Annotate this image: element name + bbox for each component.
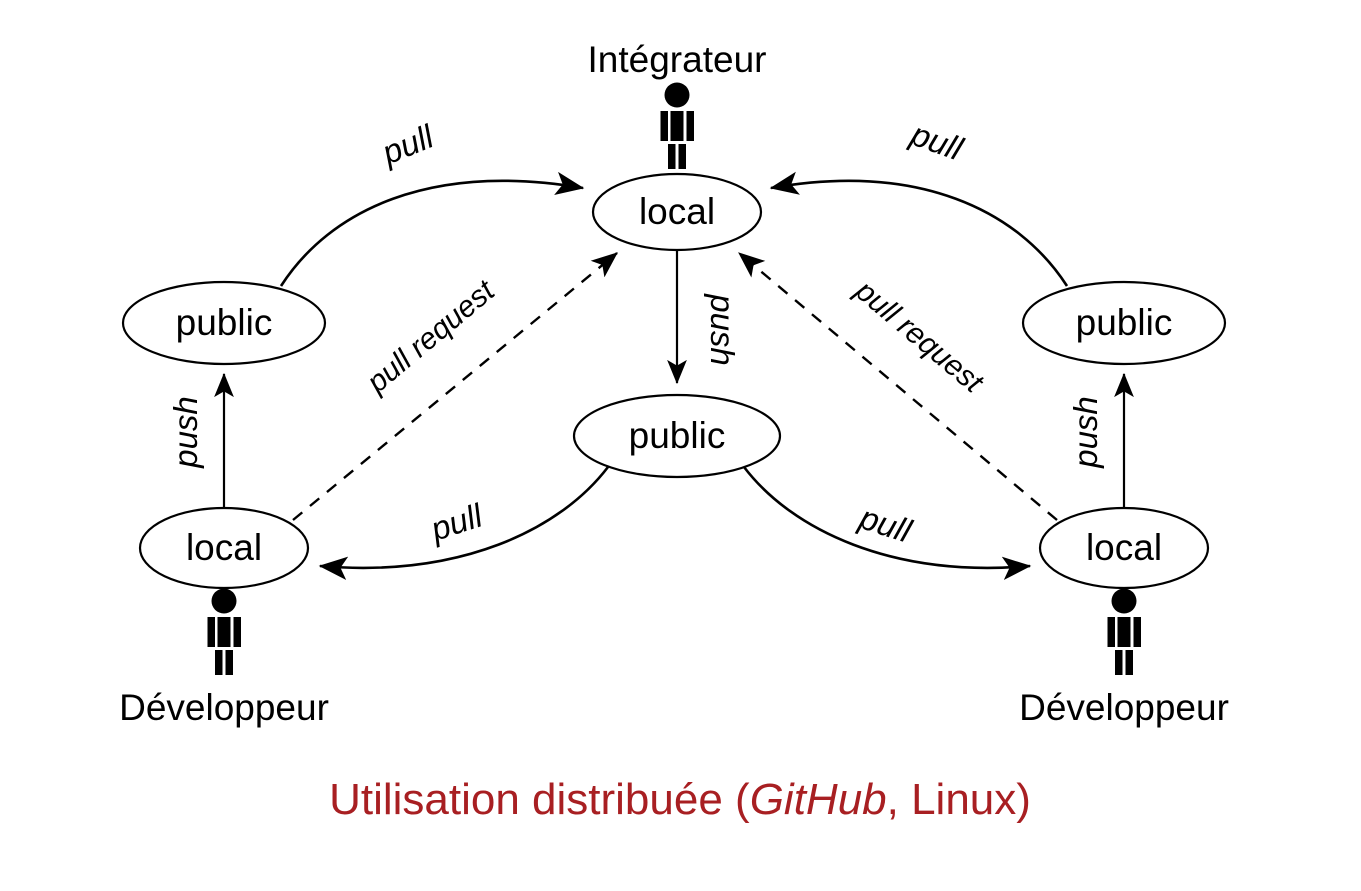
edge-pull-center-public-to-right-local [742, 466, 1032, 581]
node-ellipse-right-local [1038, 506, 1210, 590]
edge-pull-right-public-to-integrator-local [769, 171, 1069, 287]
node-label-left-local: local [186, 527, 262, 568]
edge-label-push-left: push [167, 396, 204, 469]
person-icon-integrateur [660, 82, 694, 169]
edge-label-pull-right-bottom: pull [854, 498, 917, 550]
node-left-public[interactable]: public [121, 280, 327, 366]
node-ellipse-left-public [121, 280, 327, 366]
person-icon-developpeur-left [207, 588, 241, 675]
node-ellipse-left-local [138, 506, 310, 590]
node-label-center-public: public [629, 415, 726, 456]
edge-pull-request-right [738, 252, 1058, 521]
edge-label-push-center: push [704, 293, 741, 366]
edge-label-pull-left-bottom: pull [425, 496, 488, 548]
edge-label-pull-left-top: pull [376, 117, 440, 172]
node-ellipse-center-public [572, 393, 782, 479]
edge-label-pull-right-top: pull [906, 115, 969, 168]
actor-labels-group: Intégrateur Développeur Développeur [119, 39, 1229, 728]
node-integrator-local[interactable]: local [591, 172, 763, 252]
node-right-public[interactable]: public [1021, 280, 1227, 366]
node-label-right-local: local [1086, 527, 1162, 568]
figures-group [207, 82, 1141, 675]
edge-pull-request-left [292, 252, 618, 521]
edge-pull-left-public-to-integrator-local [279, 171, 585, 287]
node-label-left-public: public [176, 302, 273, 343]
node-right-local[interactable]: local [1038, 506, 1210, 590]
nodes-group: local public public public local local [121, 172, 1227, 590]
node-label-right-public: public [1076, 302, 1173, 343]
node-ellipse-integrator-local [591, 172, 763, 252]
edge-pull-center-public-to-left-local [318, 466, 610, 580]
node-center-public[interactable]: public [572, 393, 782, 479]
node-ellipse-right-public [1021, 280, 1227, 366]
edges-group [214, 171, 1134, 581]
actor-label-integrateur: Intégrateur [588, 39, 767, 80]
actor-label-developpeur-right: Développeur [1019, 687, 1229, 728]
person-icon-developpeur-right [1107, 588, 1141, 675]
actor-label-developpeur-left: Développeur [119, 687, 329, 728]
caption-prefix: Utilisation distribuée ( [329, 775, 750, 824]
node-label-integrator-local: local [639, 191, 715, 232]
caption-suffix: , Linux) [887, 775, 1031, 824]
diagram-caption: Utilisation distribuée (GitHub, Linux) [329, 775, 1031, 824]
svg-text:Utilisation distribuée (GitHub: Utilisation distribuée (GitHub, Linux) [329, 775, 1031, 824]
edge-label-push-right: push [1067, 396, 1104, 469]
edge-label-pull-request-left: pull request [360, 273, 502, 400]
node-left-local[interactable]: local [138, 506, 310, 590]
edge-label-pull-request-right: pull request [848, 274, 990, 401]
caption-emphasis: GitHub [750, 775, 887, 824]
